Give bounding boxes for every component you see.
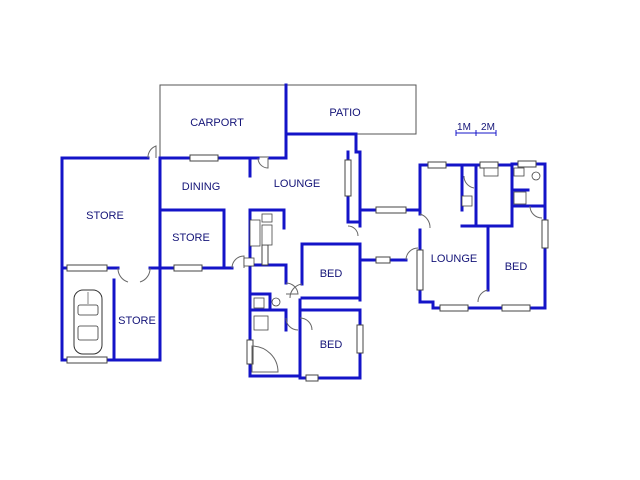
label-lounge-main: LOUNGE — [274, 178, 320, 190]
label-bed-right: BED — [505, 261, 528, 273]
scale-bar: 1M 2M — [455, 122, 497, 136]
label-store-mid: STORE — [172, 232, 210, 244]
scale-label-2m: 2M — [481, 122, 495, 133]
label-store-bottom: STORE — [118, 315, 156, 327]
fixtures — [243, 167, 541, 331]
label-bed-lower: BED — [320, 339, 343, 351]
label-carport: CARPORT — [190, 117, 244, 129]
label-store-left: STORE — [86, 210, 124, 222]
cottage-walls — [418, 162, 547, 310]
door-swings — [117, 145, 543, 373]
exterior-walls — [60, 83, 422, 380]
label-patio: PATIO — [329, 107, 361, 119]
label-bed-upper: BED — [320, 268, 343, 280]
label-lounge-right: LOUNGE — [431, 253, 477, 265]
windows — [66, 154, 549, 382]
label-dining: DINING — [182, 181, 221, 193]
scale-label-1m: 1M — [457, 122, 471, 133]
car-icon — [73, 289, 103, 355]
room-labels: CARPORT PATIO STORE DINING LOUNGE STORE … — [86, 107, 527, 351]
